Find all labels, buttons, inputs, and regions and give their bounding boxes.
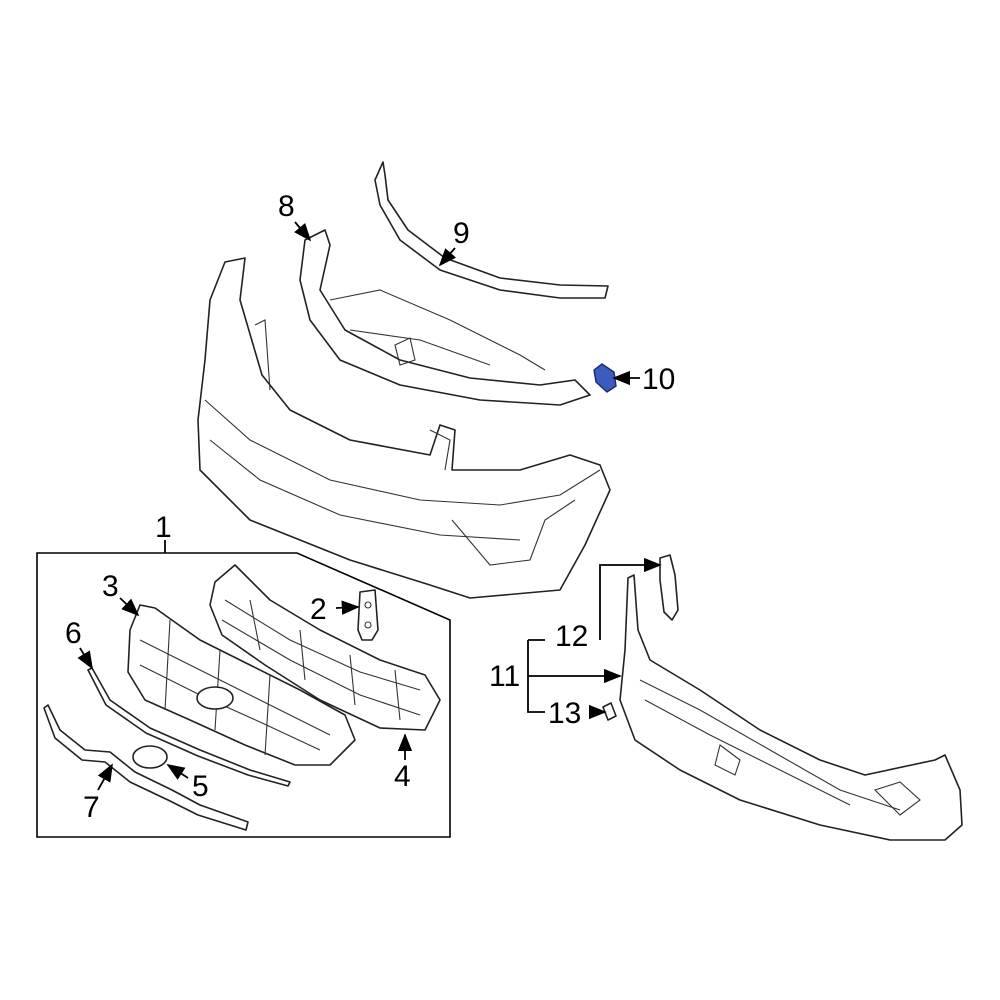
callout-5: 5 bbox=[192, 770, 209, 803]
group-box-1 bbox=[36, 552, 451, 838]
part-12-side-bracket[interactable] bbox=[659, 554, 679, 621]
part-3-grille[interactable] bbox=[127, 604, 356, 766]
part-11-lower-valance[interactable] bbox=[619, 574, 963, 841]
callout-12: 12 bbox=[555, 620, 588, 653]
part-6-molding[interactable] bbox=[87, 667, 291, 787]
callout-6: 6 bbox=[65, 617, 82, 650]
part-7-lower-molding[interactable] bbox=[43, 704, 249, 831]
callout-1: 1 bbox=[155, 511, 172, 544]
part-8-upper-support[interactable] bbox=[299, 229, 591, 406]
callout-9: 9 bbox=[453, 217, 470, 250]
part-2-bracket[interactable] bbox=[357, 589, 379, 641]
leader-lines bbox=[77, 221, 662, 791]
part-9-molding-strip[interactable] bbox=[374, 161, 609, 299]
part-10-clip[interactable] bbox=[593, 363, 617, 393]
bumper-cover[interactable] bbox=[197, 257, 611, 599]
part-4-grille-insert[interactable] bbox=[209, 564, 441, 731]
callout-8: 8 bbox=[278, 190, 295, 223]
callout-2: 2 bbox=[310, 593, 327, 626]
callout-7: 7 bbox=[83, 791, 100, 824]
callout-13: 13 bbox=[548, 697, 581, 730]
callout-11: 11 bbox=[489, 660, 520, 693]
callout-10: 10 bbox=[642, 363, 675, 396]
callout-4: 4 bbox=[394, 760, 411, 793]
callout-labels: 1 2 3 4 5 6 7 8 9 10 11 12 13 bbox=[65, 190, 675, 824]
part-5-emblem[interactable] bbox=[132, 745, 168, 769]
callout-3: 3 bbox=[102, 570, 119, 603]
